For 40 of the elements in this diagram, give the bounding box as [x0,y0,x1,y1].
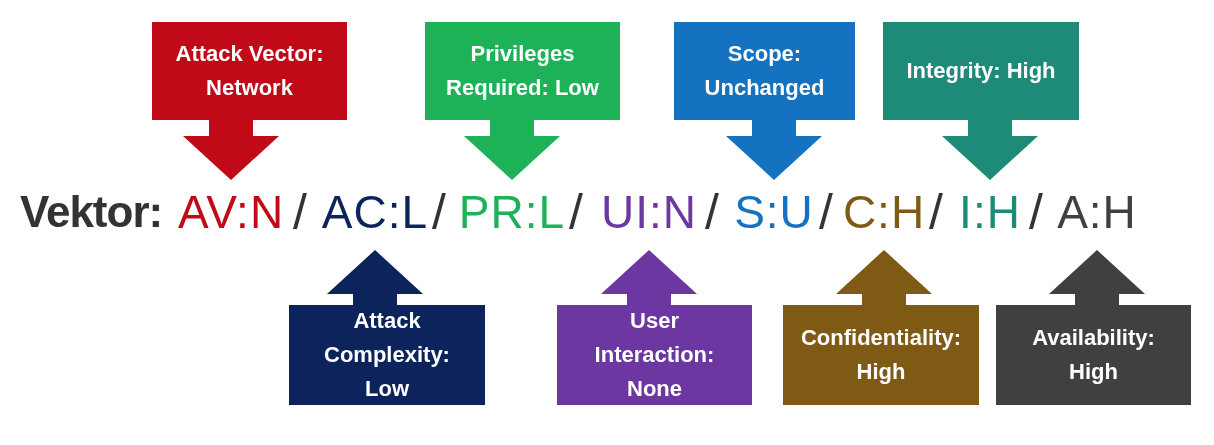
callout-box [783,305,979,405]
vector-component: UI:N [601,185,697,240]
block-arrow [327,250,423,305]
block-arrow [601,250,697,305]
vector-component: AC:L [321,185,429,240]
callout-box [996,305,1191,405]
block-arrow [1049,250,1145,305]
callout-text: Attack Complexity: Low [323,307,451,403]
block-arrow [464,120,560,180]
separator-slash: / [293,183,307,242]
callout-text: Integrity: High [906,57,1056,85]
callout-box [152,22,347,120]
separator-slash: / [705,183,719,242]
callout-text: Confidentiality: High [799,324,963,386]
vector-label: Vektor: [20,186,163,238]
block-arrow [183,120,279,180]
separator-slash: / [1029,183,1043,242]
callout-box [883,22,1079,120]
separator-slash: / [432,183,446,242]
vector-component: A:H [1057,185,1137,240]
vector-component: I:H [959,185,1021,240]
callout-box [425,22,620,120]
vector-component: C:H [842,185,926,240]
callout-box [674,22,855,120]
callout-text: Attack Vector: Network [174,40,325,102]
callout-text: Scope: Unchanged [703,40,826,102]
callout-box [289,305,485,405]
callout-text: User Interaction: None [593,307,716,403]
separator-slash: / [569,183,583,242]
block-arrow [726,120,822,180]
callout-box [557,305,752,405]
callout-text: Availability: High [1031,324,1156,386]
vector-component: PR:L [458,185,566,240]
block-arrow [942,120,1038,180]
separator-slash: / [819,183,833,242]
block-arrow [836,250,932,305]
vector-component: S:U [734,185,814,240]
separator-slash: / [929,183,943,242]
vector-component: AV:N [177,185,285,240]
callout-text: Privileges Required: Low [445,40,600,102]
